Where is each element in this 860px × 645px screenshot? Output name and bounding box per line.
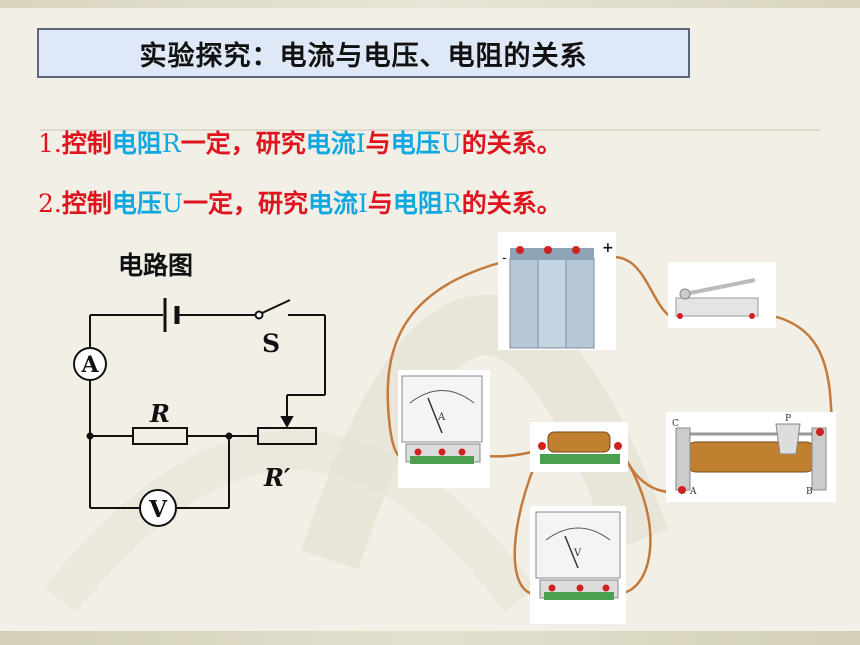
rheostat-terminal	[678, 486, 686, 494]
line2-voltage: 电压	[111, 189, 162, 218]
circuit-diagram: A V S R R′	[73, 298, 326, 527]
rheostat-c-label: C	[672, 419, 679, 429]
line1-constant-study: 一定，研究	[180, 129, 306, 158]
line1-r-symbol: R	[161, 129, 181, 158]
switch-pivot	[254, 310, 264, 320]
battery-plus-label: +	[602, 240, 614, 256]
page-title: 实验探究：电流与电压、电阻的关系	[37, 28, 690, 78]
ammeter-symbol	[73, 347, 107, 381]
line1-voltage: 电压	[390, 129, 441, 158]
circuit-diagram-title: 电路图	[118, 251, 194, 280]
voltmeter-device-letter: V	[573, 548, 582, 559]
wire-switch-rheostat	[751, 311, 834, 429]
resistor-r	[132, 427, 188, 445]
line1-i-symbol: I	[355, 129, 366, 158]
switch-terminal	[749, 313, 755, 319]
ammeter-terminal	[438, 448, 446, 456]
rheostat-p-label: P	[785, 414, 791, 424]
fixed-resistor-device	[530, 422, 628, 472]
junction-left	[86, 432, 94, 440]
line2-control: 控制	[61, 189, 112, 218]
apparatus-illustration: - + A P C	[386, 232, 836, 624]
line2-r-symbol: R	[442, 189, 462, 218]
top-decor-strip	[0, 0, 860, 8]
voltmeter-label: V	[148, 496, 168, 523]
resistor-terminal	[538, 442, 546, 450]
junction-right	[225, 432, 233, 440]
rheostat-a-label: A	[689, 487, 697, 497]
ammeter-terminal	[458, 448, 466, 456]
battery-terminal	[544, 246, 552, 254]
rheostat-device: P C A B	[666, 412, 836, 502]
battery-pack: - +	[498, 232, 616, 350]
voltmeter-symbol	[139, 489, 177, 527]
line2-i-symbol: I	[358, 189, 368, 218]
battery-terminal	[572, 246, 580, 254]
rheostat-b-label: B	[806, 487, 813, 497]
switch-terminal	[677, 313, 683, 319]
voltmeter-terminal	[576, 584, 584, 592]
line2-resistance: 电阻	[392, 189, 443, 218]
wire-resistor-voltmeter-right	[614, 452, 652, 595]
rheostat-label: R′	[263, 463, 291, 492]
knife-switch	[668, 262, 776, 328]
line2-u-symbol: U	[161, 189, 183, 218]
ammeter-device-letter: A	[437, 412, 446, 423]
bottom-decor-strip	[0, 631, 860, 645]
line1-and: 与	[365, 129, 391, 158]
slider-arrow-head	[280, 416, 294, 429]
statement-line-1: 1.控制电阻R一定，研究电流I与电压U的关系。	[38, 124, 562, 160]
resistor-terminal	[614, 442, 622, 450]
line1-control: 控制	[61, 129, 112, 158]
line1-u-symbol: U	[440, 129, 462, 158]
ammeter-label: A	[80, 352, 99, 378]
voltmeter-terminal	[548, 584, 556, 592]
voltmeter-terminal	[602, 584, 610, 592]
battery-terminal	[516, 246, 524, 254]
switch-label: S	[262, 329, 280, 358]
line1-current: 电流	[305, 129, 356, 158]
line2-current: 电流	[307, 189, 358, 218]
statement-line-2: 2.控制电压U一定，研究电流I与电阻R的关系。	[38, 184, 562, 220]
line2-and: 与	[367, 189, 393, 218]
line2-number: 2.	[38, 189, 62, 218]
voltmeter-device: V	[530, 506, 626, 624]
line1-relation: 的关系。	[461, 129, 562, 158]
battery-minus-label: -	[502, 250, 507, 266]
line2-relation: 的关系。	[461, 189, 562, 218]
rheostat-terminal	[816, 428, 824, 436]
ammeter-device: A	[398, 370, 490, 488]
line1-number: 1.	[38, 129, 62, 158]
ammeter-terminal	[414, 448, 422, 456]
rheostat-body	[257, 427, 317, 445]
resistor-label: R	[149, 399, 170, 428]
line1-resistance: 电阻	[111, 129, 162, 158]
switch-lever	[261, 299, 291, 314]
line2-constant-study: 一定，研究	[182, 189, 308, 218]
